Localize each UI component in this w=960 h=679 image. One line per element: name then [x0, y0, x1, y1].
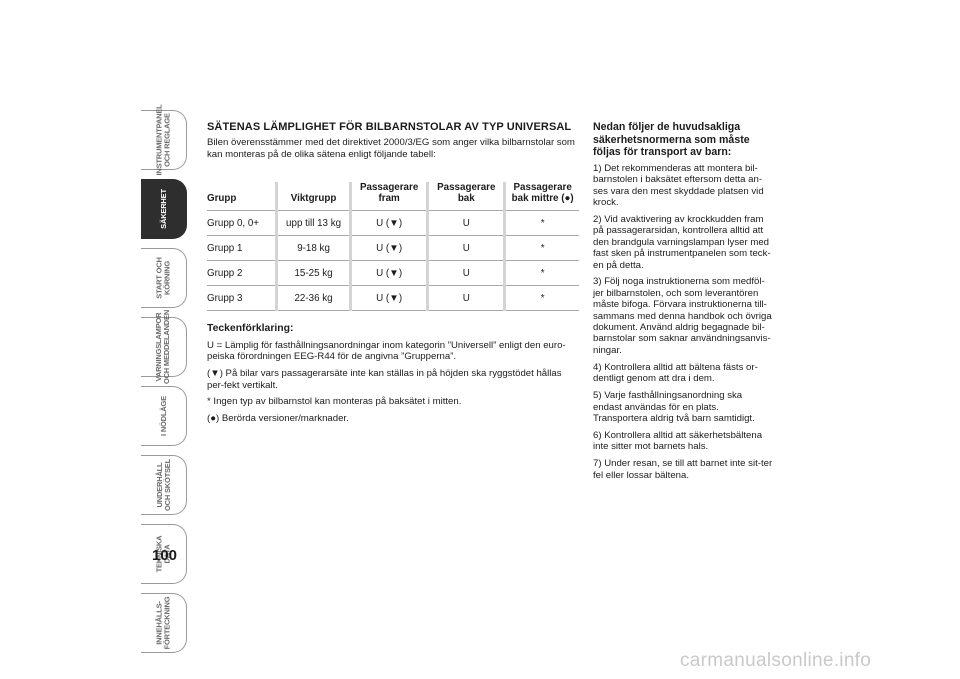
table-header-row: Grupp Viktgrupp Passagerare fram Passage…: [207, 182, 579, 212]
table-row: Grupp 2 15-25 kg U (▼) U *: [207, 260, 579, 287]
tab-innehallsforteckning[interactable]: INNEHÅLLS-FÖRTECKNING: [141, 593, 187, 653]
child-seat-table: Grupp Viktgrupp Passagerare fram Passage…: [207, 182, 579, 312]
header-passagerare-fram: Passagerare fram: [349, 182, 428, 212]
rule-item: 1) Det rekommenderas att montera bil-bar…: [593, 162, 764, 208]
section-title: SÄTENAS LÄMPLIGHET FÖR BILBARNSTOLAR AV …: [207, 121, 572, 133]
table-cell: U (▼): [349, 235, 428, 262]
tab-i-nodlage[interactable]: I NÖDLÄGE: [141, 386, 187, 446]
tab-label: SÄKERHET: [158, 189, 168, 229]
table-cell: *: [503, 210, 579, 237]
watermark: carmanualsonline.info: [680, 650, 872, 671]
table-cell: Grupp 2: [207, 260, 277, 287]
table-cell: U (▼): [349, 210, 428, 237]
tab-sakerhet[interactable]: SÄKERHET: [141, 179, 187, 239]
right-column: Nedan följer de huvudsakliga säkerhetsno…: [593, 121, 773, 486]
table-cell: Grupp 1: [207, 235, 277, 262]
header-passagerare-bak-mittre: Passagerare bak mittre (●): [503, 182, 579, 212]
rule-item: 4) Kontrollera alltid att bältena fästs …: [593, 361, 758, 385]
legend-title: Teckenförklaring:: [207, 323, 294, 335]
header-viktgrupp: Viktgrupp: [275, 182, 351, 212]
legend-item: U = Lämplig för fasthållningsanordningar…: [207, 339, 566, 363]
table-cell: Grupp 0, 0+: [207, 210, 277, 237]
table-row: Grupp 0, 0+ upp till 13 kg U (▼) U *: [207, 210, 579, 237]
page-number: 100: [152, 547, 178, 564]
table-row: Grupp 3 22-36 kg U (▼) U *: [207, 285, 579, 312]
table-cell: U: [426, 260, 505, 287]
table-cell: 15-25 kg: [275, 260, 351, 287]
table-row: Grupp 1 9-18 kg U (▼) U *: [207, 235, 579, 262]
table-cell: *: [503, 285, 579, 312]
legend: Teckenförklaring: U = Lämplig för fasthå…: [207, 323, 579, 424]
rule-item: 3) Följ noga instruktionerna som medföl-…: [593, 276, 772, 356]
tab-label: INNEHÅLLS-FÖRTECKNING: [154, 596, 172, 650]
header-passagerare-bak: Passagerare bak: [426, 182, 505, 212]
section-intro: Bilen överensstämmer med det direktivet …: [207, 137, 575, 160]
table-cell: U: [426, 285, 505, 312]
rule-item: 7) Under resan, se till att barnet inte …: [593, 458, 773, 481]
tab-label: I NÖDLÄGE: [158, 396, 168, 436]
legend-item: (▼) På bilar vars passagerarsäte inte ka…: [207, 367, 562, 391]
rule-item: 5) Varje fasthållningsanordning ska enda…: [593, 390, 755, 424]
table-cell: 22-36 kg: [275, 285, 351, 312]
legend-item: (●) Berörda versioner/marknader.: [207, 412, 349, 424]
table-cell: *: [503, 260, 579, 287]
left-column: SÄTENAS LÄMPLIGHET FÖR BILBARNSTOLAR AV …: [207, 121, 579, 429]
table-cell: Grupp 3: [207, 285, 277, 312]
table-cell: U (▼): [349, 285, 428, 312]
table-cell: U: [426, 210, 505, 237]
rule-item: 2) Vid avaktivering av krockkudden fram …: [593, 213, 771, 271]
rule-item: 6) Kontrollera alltid att säkerhetsbälte…: [593, 429, 763, 453]
header-grupp: Grupp: [207, 182, 277, 212]
table-cell: U: [426, 235, 505, 262]
table-cell: upp till 13 kg: [275, 210, 351, 237]
table-cell: U (▼): [349, 260, 428, 287]
legend-item: * Ingen typ av bilbarnstol kan monteras …: [207, 396, 462, 408]
table-cell: 9-18 kg: [275, 235, 351, 262]
rules-list: 1) Det rekommenderas att montera bil-bar…: [593, 163, 773, 481]
table-cell: *: [503, 235, 579, 262]
rules-title: Nedan följer de huvudsakliga säkerhetsno…: [593, 121, 750, 159]
